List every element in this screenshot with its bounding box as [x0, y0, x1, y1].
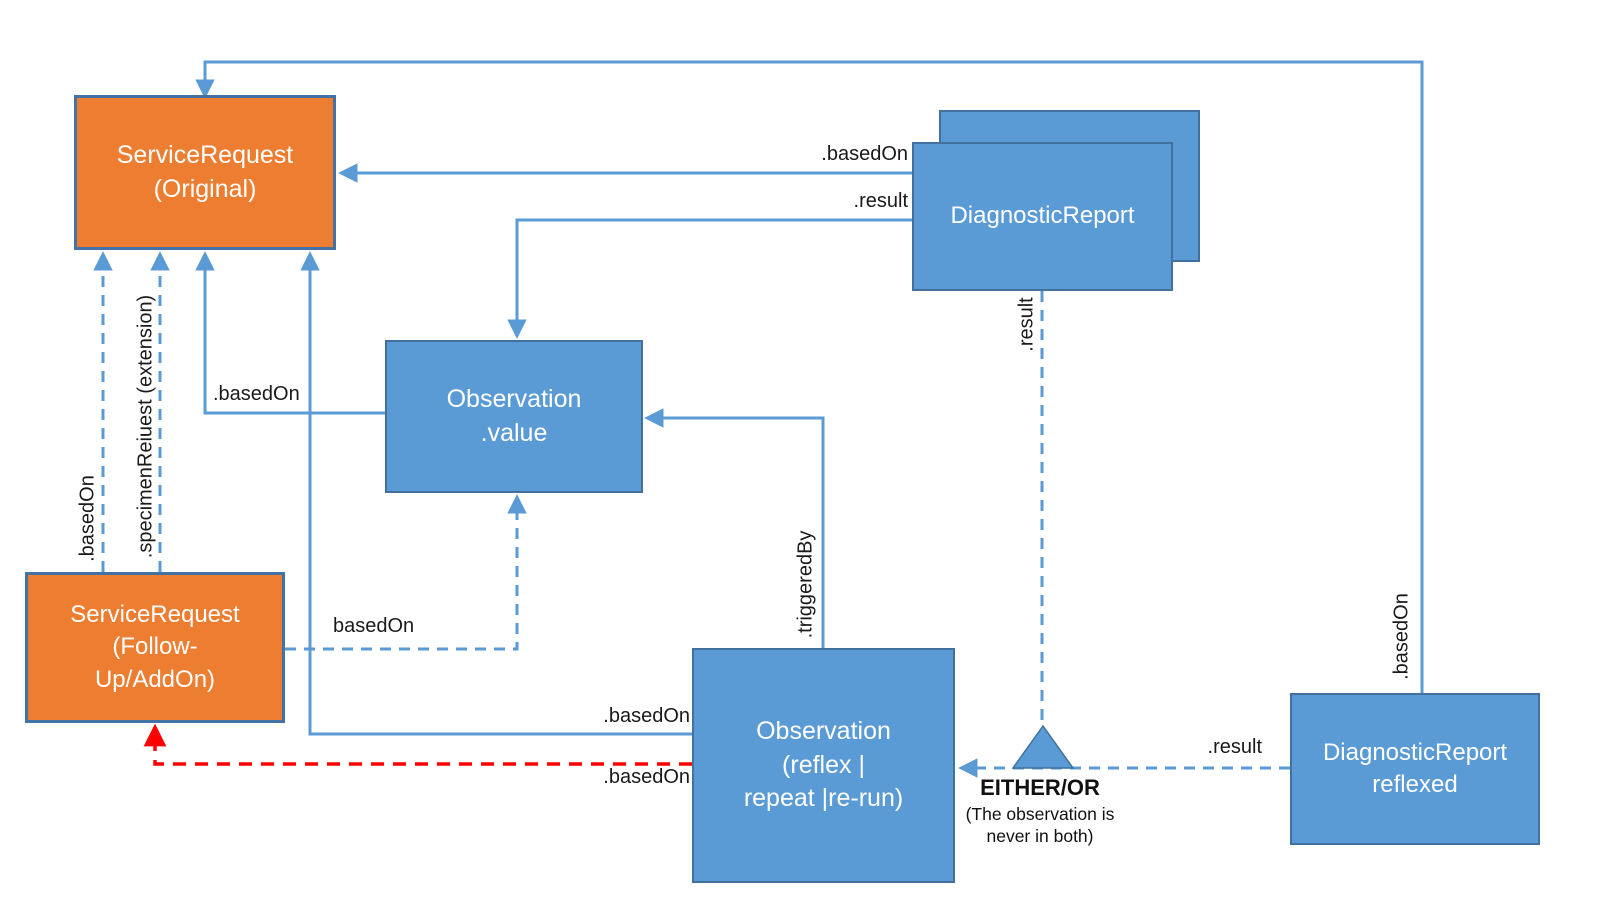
node-label-line: ServiceRequest: [70, 601, 240, 629]
either-or-note: EITHER/OR (The observation is never in b…: [925, 774, 1155, 848]
edge-obsvalue-basedon-arrow: [195, 251, 385, 415]
node-label-line: reflexed: [1372, 771, 1458, 798]
edge-reflexed-basedon-arrow: [195, 60, 1424, 693]
either-or-triangle-icon: [1011, 724, 1075, 769]
edge-followup-basedon-dashed-arrow: [285, 494, 527, 651]
edge-label-dr-result-down: .result: [1015, 297, 1038, 352]
either-or-title: EITHER/OR: [980, 775, 1100, 800]
edge-label-reflex-basedon-red: .basedOn: [603, 766, 690, 788]
node-label-line: .value: [480, 418, 548, 447]
edge-label-specimen-request: .specimenReiuest (extension): [134, 294, 157, 559]
edge-label-reflexed-result: .result: [1207, 736, 1262, 758]
edge-label-obsvalue-basedon: .basedOn: [213, 383, 300, 405]
edge-triggeredby-arrow: [644, 408, 825, 648]
node-diagnosticreport-reflexed: DiagnosticReport reflexed: [1290, 693, 1540, 845]
node-label-line: (reflex |: [782, 750, 865, 779]
node-label-line: DiagnosticReport: [1322, 738, 1508, 766]
edge-label-dr-basedon: .basedOn: [821, 143, 908, 165]
node-label-line: Up/AddOn): [94, 665, 216, 693]
edge-label-dr-result: .result: [853, 190, 908, 212]
edge-reflex-basedon-arrow: [300, 251, 692, 736]
node-servicerequest-original: ServiceRequest (Original): [74, 95, 336, 250]
edge-label-followup-basedon: .basedOn: [76, 475, 99, 562]
node-label-line: repeat |re-run): [743, 784, 904, 813]
node-label-line: Observation: [756, 717, 891, 746]
node-label-line: Observation: [446, 385, 582, 413]
edge-label-followup-basedon-dashed: basedOn: [333, 615, 415, 637]
edge-dr-result-arrow: [507, 218, 912, 339]
edge-label-triggeredby: .triggeredBy: [794, 530, 817, 639]
node-label-line: DiagnosticReport: [950, 202, 1135, 230]
node-servicerequest-followup: ServiceRequest (Follow- Up/AddOn): [25, 572, 285, 723]
node-label-line: (Follow-: [112, 633, 198, 661]
node-label-line: (Original): [153, 174, 257, 203]
node-observation-reflex: Observation (reflex | repeat |re-run): [692, 648, 955, 883]
either-or-subtitle-line: never in both): [986, 826, 1094, 847]
node-label-line: ServiceRequest: [116, 141, 294, 169]
node-observation-value: Observation .value: [385, 340, 643, 493]
edge-label-reflex-basedon: .basedOn: [603, 705, 690, 727]
node-diagnosticreport: DiagnosticReport: [912, 142, 1173, 291]
either-or-subtitle-line: (The observation is: [965, 803, 1115, 824]
edge-label-reflexed-basedon: .basedOn: [1390, 593, 1413, 680]
edge-reflex-basedon-red-arrow: [143, 723, 692, 766]
